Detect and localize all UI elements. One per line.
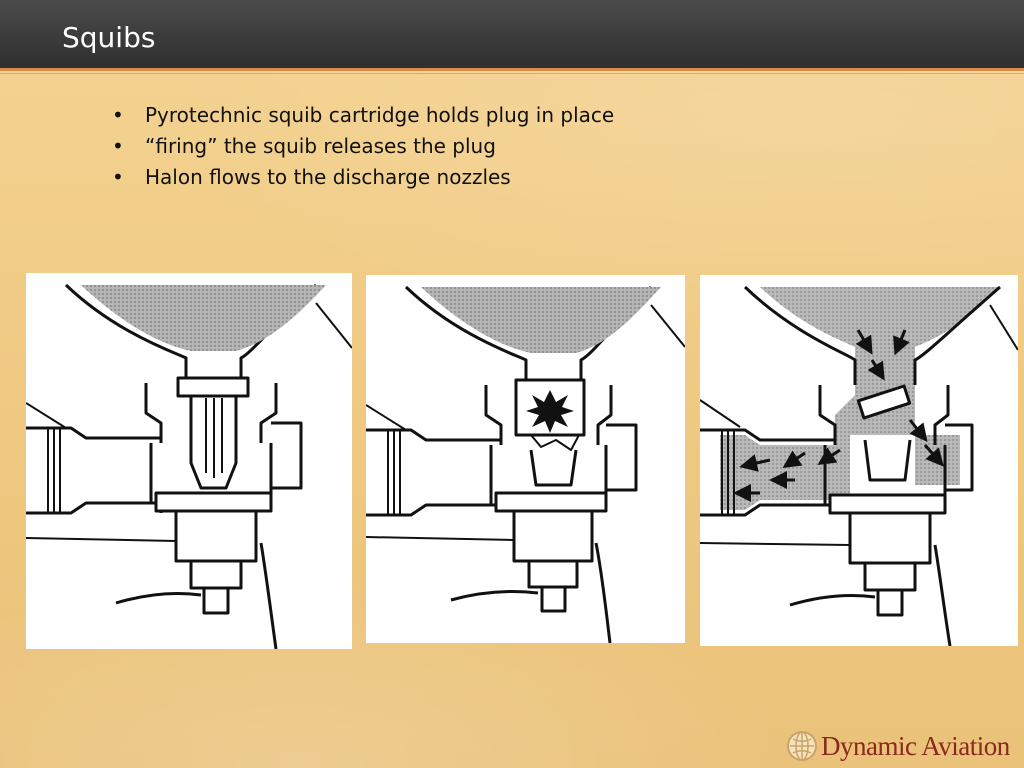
flow-arrows [733, 329, 944, 502]
outlet-threads [387, 430, 401, 515]
pointer-arrow-top [315, 302, 352, 349]
bullet-text: Halon flows to the discharge nozzles [145, 165, 511, 189]
squib-valve-diagram-3 [700, 285, 1018, 646]
outlet-port [26, 426, 161, 515]
title-underline [0, 68, 1024, 71]
side-tube [271, 421, 303, 490]
bullet-marker: • [112, 103, 124, 127]
title-underline-thin [0, 73, 1024, 74]
neck [818, 385, 950, 445]
slide-title: Squibs [62, 21, 156, 54]
squib-nut [174, 509, 258, 563]
company-logo: Dynamic Aviation [786, 728, 1022, 764]
globe-icon [787, 731, 817, 761]
plug-cartridge [863, 439, 912, 482]
bottle-dome [421, 287, 661, 353]
squib-valve-diagram-1 [26, 283, 352, 649]
plug-lines [205, 398, 223, 478]
halon-fill [720, 287, 1000, 510]
flow-arrow [908, 419, 928, 443]
squib-wire [450, 542, 612, 643]
pointer-arrow-top [650, 304, 685, 348]
squib-nut [848, 511, 932, 565]
title-bar [0, 0, 1024, 68]
flow-arrow [817, 447, 841, 465]
side-tube [945, 423, 974, 492]
pointer-arrow-bottom [700, 542, 851, 546]
diagram-panel-halon-flowing [700, 275, 1018, 646]
neck [144, 383, 278, 443]
flow-arrow [923, 444, 944, 467]
released-plug [856, 384, 912, 420]
pointer-arrow-left [26, 402, 67, 429]
pointer-arrow-left [366, 404, 407, 431]
bullet-item: • “firing” the squib releases the plug [112, 131, 614, 162]
diagram-panel-plug-in-place [26, 273, 352, 649]
side-tube [606, 423, 638, 492]
diagram-panel-squib-firing [366, 275, 685, 643]
outlet-port [366, 428, 501, 517]
base-plate [828, 493, 947, 515]
bullet-text: “firing” the squib releases the plug [145, 134, 496, 158]
neck [484, 385, 613, 445]
bullet-item: • Pyrotechnic squib cartridge holds plug … [112, 100, 614, 131]
plug-fragments [530, 434, 580, 451]
plug-cartridge [529, 449, 578, 487]
squib-pin [863, 563, 917, 617]
outlet-threads [47, 428, 61, 513]
bullet-marker: • [112, 165, 124, 189]
base-plate [494, 491, 608, 513]
bullet-list: • Pyrotechnic squib cartridge holds plug … [112, 100, 614, 193]
bullet-marker: • [112, 134, 124, 158]
squib-valve-diagram-2 [366, 285, 685, 643]
pointer-arrow-top [989, 304, 1018, 351]
flow-arrow [782, 450, 806, 468]
bullet-text: Pyrotechnic squib cartridge holds plug i… [145, 103, 615, 127]
bottle-shell [743, 285, 1001, 385]
pointer-arrow-left [700, 399, 741, 428]
squib-wire [115, 542, 278, 649]
plug-cartridge [189, 396, 238, 490]
flow-arrow [855, 329, 873, 355]
bottle-dome [81, 285, 326, 351]
pointer-arrow-bottom [366, 536, 515, 541]
bullet-item: • Halon flows to the discharge nozzles [112, 162, 614, 193]
base-plate [154, 491, 273, 513]
flow-arrow [893, 329, 910, 356]
squib-flash [526, 390, 574, 433]
pointer-arrow-bottom [26, 537, 177, 542]
logo-wordmark: Dynamic Aviation [821, 730, 1010, 761]
plug-housing [176, 376, 250, 398]
squib-nut [512, 509, 594, 563]
squib-wire [789, 544, 952, 646]
squib-pin [189, 561, 243, 615]
squib-pin [527, 561, 579, 613]
flow-arrow [867, 359, 885, 381]
flow-arrow [739, 454, 771, 472]
